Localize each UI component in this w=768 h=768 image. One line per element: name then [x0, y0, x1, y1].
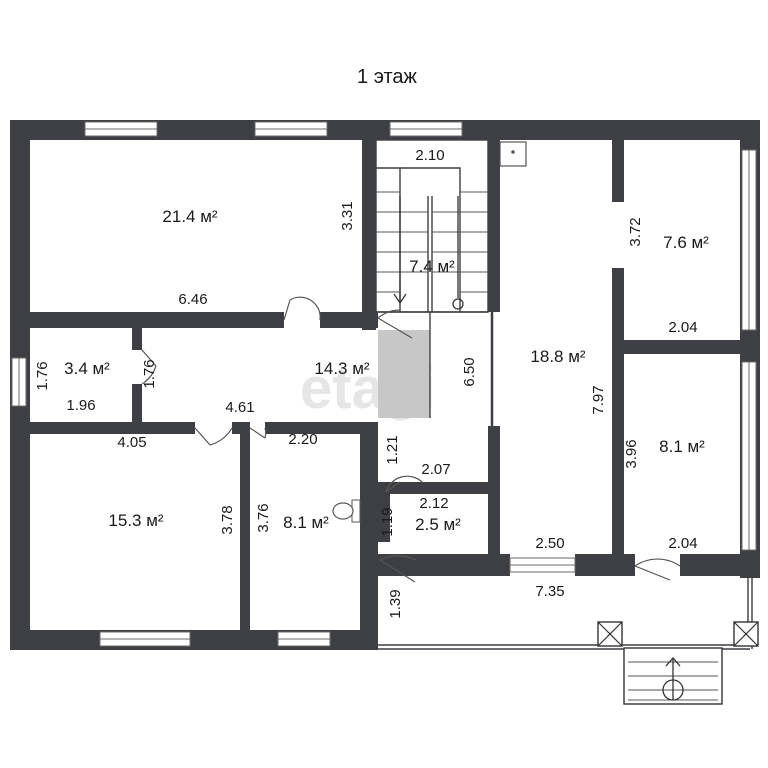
dimension-label: 2.12: [419, 495, 448, 512]
room-area-hall: 14.3 м²: [314, 359, 369, 378]
dimension-label: 3.96: [623, 439, 640, 468]
room-area-closet: 3.4 м²: [64, 359, 110, 378]
interior-walls: [30, 120, 760, 650]
dimension-label: 1.39: [387, 589, 404, 618]
dimension-label: 6.50: [461, 357, 478, 386]
entrance-arrow-icon: [662, 657, 684, 701]
dimension-label: 7.97: [590, 385, 607, 414]
dimension-label: 1.96: [66, 397, 95, 414]
stair-up-arrow-icon: [452, 196, 464, 310]
column-x-icon: [733, 621, 759, 647]
dimension-label: 2.07: [421, 461, 450, 478]
room-area-wc: 2.5 м²: [415, 515, 461, 534]
dimension-label: 2.50: [535, 535, 564, 552]
dimension-label: 4.61: [225, 399, 254, 416]
dimension-label: 2.04: [668, 319, 697, 336]
stair-landing: [378, 330, 430, 418]
dimension-label: 3.72: [627, 217, 644, 246]
floor-title: 1 этаж: [357, 66, 418, 88]
dimension-label: 6.46: [178, 291, 207, 308]
room-area-bathroom: 8.1 м²: [283, 513, 329, 532]
staircase: [375, 139, 489, 313]
dimension-label: 3.31: [339, 201, 356, 230]
dimension-label: 2.20: [288, 431, 317, 448]
room-area-small-room: 7.6 м²: [663, 233, 709, 252]
doors: [141, 296, 681, 583]
terrace: [378, 576, 753, 650]
room-area-living: 21.4 м²: [162, 207, 217, 226]
dimension-label: 2.04: [668, 535, 697, 552]
room-area-stairs: 7.4 м²: [409, 257, 455, 276]
sink-icon: [499, 141, 527, 167]
toilet-icon: [332, 499, 361, 523]
room-area-room-right: 8.1 м²: [659, 437, 705, 456]
windows: [11, 121, 757, 647]
dimension-label: 7.35: [535, 583, 564, 600]
room-area-kitchen: 18.8 м²: [530, 347, 585, 366]
dimension-label: 3.78: [219, 505, 236, 534]
dimension-label: 2.10: [415, 147, 444, 164]
dimension-label: 1.19: [379, 507, 396, 536]
room-area-bedroom: 15.3 м²: [108, 511, 163, 530]
column-x-icon: [597, 621, 623, 647]
dimension-label: 4.05: [117, 434, 146, 451]
dimension-label: 1.21: [384, 435, 401, 464]
stair-down-arrow-icon: [393, 196, 407, 305]
dimension-label: 1.76: [34, 361, 51, 390]
dimension-label: 3.76: [255, 503, 272, 532]
dimension-label: 1.76: [141, 359, 158, 388]
